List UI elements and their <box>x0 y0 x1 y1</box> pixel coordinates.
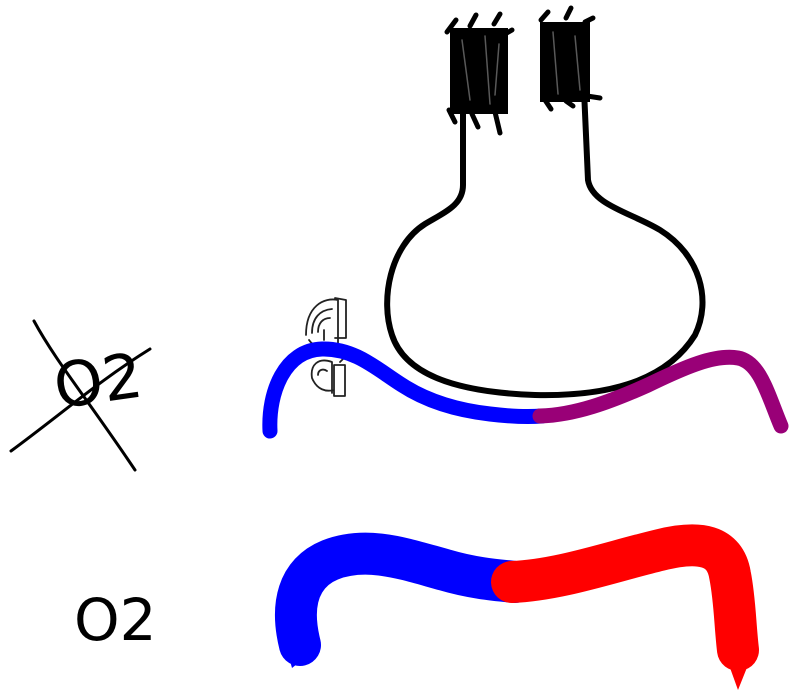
upper-vessel-purple <box>532 349 789 434</box>
oxygen-text: O2 <box>74 586 157 654</box>
flask-cell-outline <box>384 87 706 399</box>
upper-vessel <box>262 341 789 439</box>
cross-out-line-2 <box>9 347 152 453</box>
lower-vessel-blue <box>274 532 536 666</box>
oxygen-label: O2 <box>74 586 157 654</box>
cross-out-line-1 <box>32 319 137 472</box>
lower-vessel-red <box>491 524 759 671</box>
lower-vessel-red-tip <box>720 640 752 690</box>
right-projection <box>538 5 603 112</box>
flask-cell <box>384 5 706 399</box>
lower-vessel <box>274 524 759 690</box>
no-oxygen-label: O2 <box>9 319 152 472</box>
left-projection <box>444 11 515 136</box>
receptor-icon <box>305 297 347 397</box>
lower-vessel-blue-tip <box>280 625 316 668</box>
upper-vessel-blue <box>262 341 550 439</box>
